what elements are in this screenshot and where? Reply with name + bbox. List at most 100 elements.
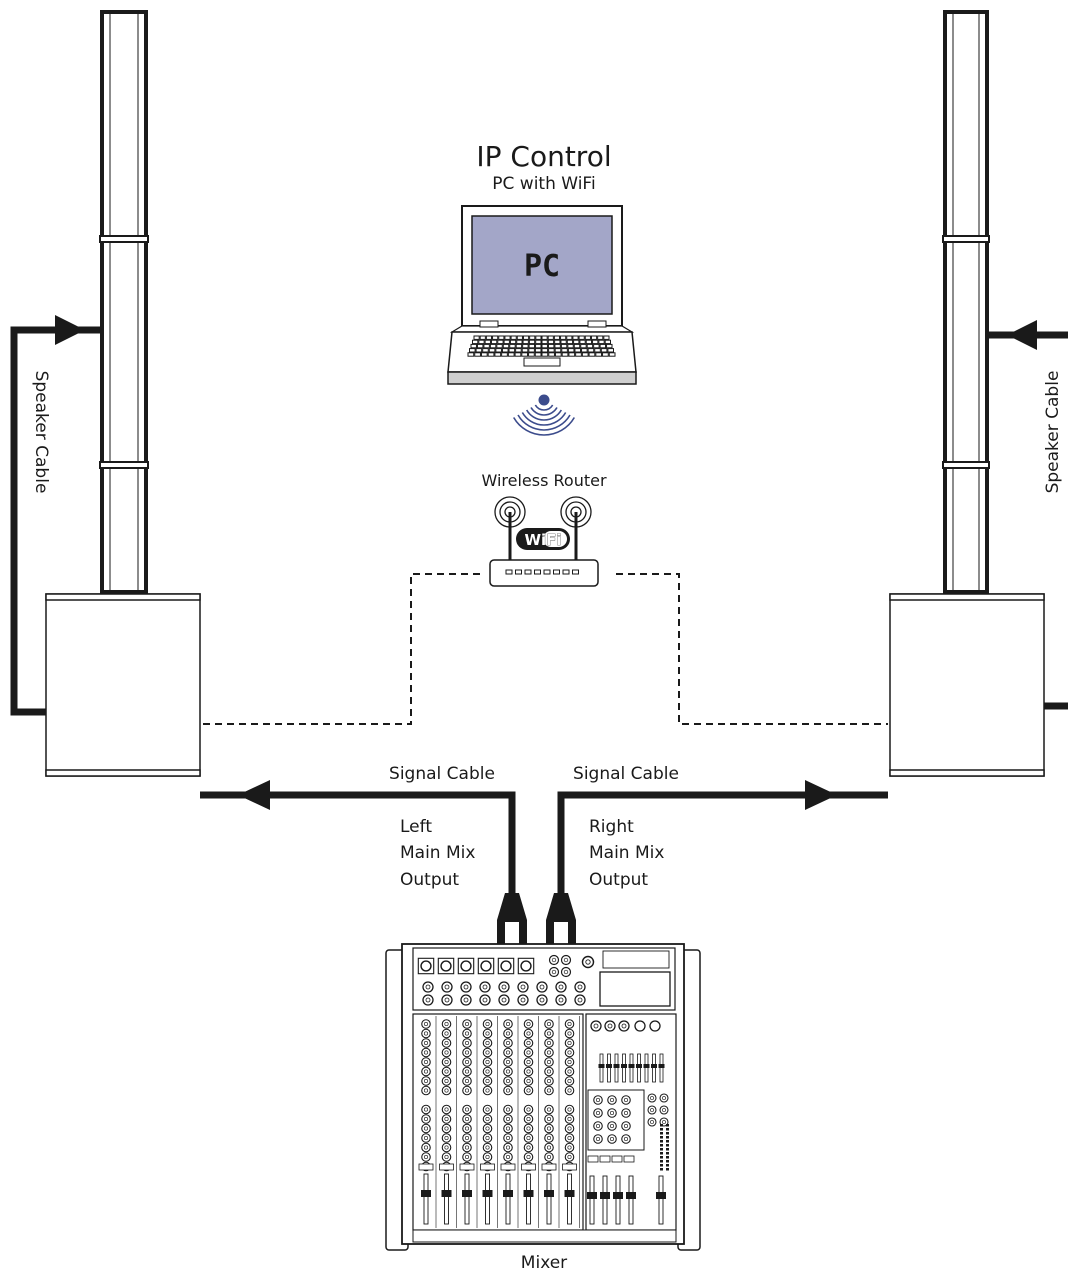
channel-knob	[523, 1066, 534, 1077]
channel-knob	[544, 1114, 554, 1124]
left-output-line-1: Left	[400, 817, 432, 837]
meter-led	[666, 1136, 669, 1139]
jack	[536, 981, 548, 993]
laptop-screen	[471, 215, 613, 315]
input-knob	[560, 966, 572, 978]
wifi-badge-text: WiFi	[524, 531, 561, 549]
keyboard-key	[560, 335, 567, 340]
keyboard-key	[597, 335, 604, 340]
keyboard-key	[516, 335, 523, 340]
keyboard-key	[554, 339, 561, 345]
master-slider-cap	[636, 1064, 642, 1068]
channel-knob	[564, 1028, 575, 1039]
channel-knob	[544, 1085, 554, 1096]
jack	[460, 994, 472, 1006]
keyboard-key	[572, 335, 579, 340]
keyboard-key	[509, 339, 517, 345]
keyboard-key	[473, 335, 480, 340]
fader-cap	[523, 1190, 534, 1197]
channel-knob	[503, 1057, 513, 1067]
fx-knob	[621, 1108, 631, 1118]
channel-knob	[421, 1142, 431, 1153]
channel-knob	[462, 1142, 472, 1153]
keyboard-key	[584, 335, 591, 340]
meter-led	[666, 1148, 669, 1151]
fader-cap	[564, 1190, 575, 1197]
keyboard-key	[522, 335, 530, 340]
fader-cap	[421, 1190, 431, 1197]
channel-knob	[441, 1047, 452, 1058]
channel-knob	[482, 1057, 493, 1067]
keyboard-key	[479, 335, 486, 340]
keyboard-key	[514, 352, 522, 357]
channel-button	[418, 1163, 434, 1171]
keyboard-key	[522, 343, 529, 349]
keyboard-key	[482, 348, 489, 353]
keyboard-key	[541, 352, 549, 357]
fader-cap	[503, 1190, 513, 1197]
channel-knob	[564, 1104, 575, 1115]
channel-knob	[564, 1114, 575, 1124]
channel-knob	[523, 1085, 534, 1096]
keyboard-key	[579, 339, 586, 345]
channel-knob	[441, 1076, 452, 1086]
channel-knob	[462, 1076, 472, 1086]
keyboard-key	[467, 352, 475, 357]
keyboard-key	[575, 352, 582, 357]
jack	[498, 981, 510, 993]
keyboard-key	[594, 348, 601, 353]
channel-knob	[503, 1142, 513, 1153]
keyboard-key	[566, 339, 574, 345]
keyboard-key	[554, 348, 562, 353]
laptop-trackpad	[523, 357, 561, 367]
channel-knob	[462, 1114, 472, 1124]
left-column-array	[99, 10, 149, 594]
meter-led	[660, 1124, 663, 1127]
wifi-wave	[521, 412, 567, 426]
keyboard-key	[490, 339, 498, 345]
router-led	[534, 569, 541, 575]
keyboard-key	[528, 348, 535, 353]
fader-slot	[567, 1173, 572, 1225]
channel-knob	[544, 1142, 554, 1153]
jack	[422, 994, 434, 1006]
left-xlr-connector	[497, 893, 527, 945]
channel-knob	[421, 1133, 431, 1143]
keyboard-key	[585, 339, 593, 345]
left-network-link	[203, 573, 480, 725]
keyboard-key	[497, 339, 504, 345]
channel-knob	[421, 1019, 431, 1029]
channel-knob	[441, 1019, 452, 1029]
bus-fader-cap	[626, 1192, 636, 1199]
channel-knob	[462, 1085, 472, 1096]
keyboard-key	[474, 352, 481, 357]
fx-knob	[607, 1095, 617, 1105]
keyboard-key	[592, 339, 599, 345]
right-speaker-cable	[987, 320, 1068, 710]
channel-knob	[441, 1123, 452, 1134]
keyboard-key	[586, 343, 594, 349]
channel-knob	[441, 1142, 452, 1153]
laptop-pc: PC	[447, 205, 637, 385]
channel-knob	[523, 1047, 534, 1058]
channel-knob	[564, 1019, 575, 1029]
laptop-keyboard	[467, 335, 616, 357]
xlr-input	[517, 957, 535, 975]
aux-knob	[659, 1093, 669, 1103]
keyboard-key	[534, 352, 542, 357]
wifi-wave	[517, 414, 571, 431]
channel-knob	[441, 1085, 452, 1096]
keyboard-key	[501, 352, 508, 357]
bus-fader-cap	[613, 1192, 623, 1199]
jack	[422, 981, 434, 993]
keyboard-key	[541, 335, 548, 340]
left-output-line-3: Output	[400, 870, 459, 890]
channel-knob	[503, 1104, 513, 1115]
channel-knob	[421, 1114, 431, 1124]
meter-led	[660, 1152, 663, 1155]
keyboard-key	[547, 343, 555, 349]
left-signal-arrow	[238, 780, 270, 810]
channel-knob	[462, 1047, 472, 1058]
channel-knob	[544, 1028, 554, 1039]
jack	[536, 994, 548, 1006]
